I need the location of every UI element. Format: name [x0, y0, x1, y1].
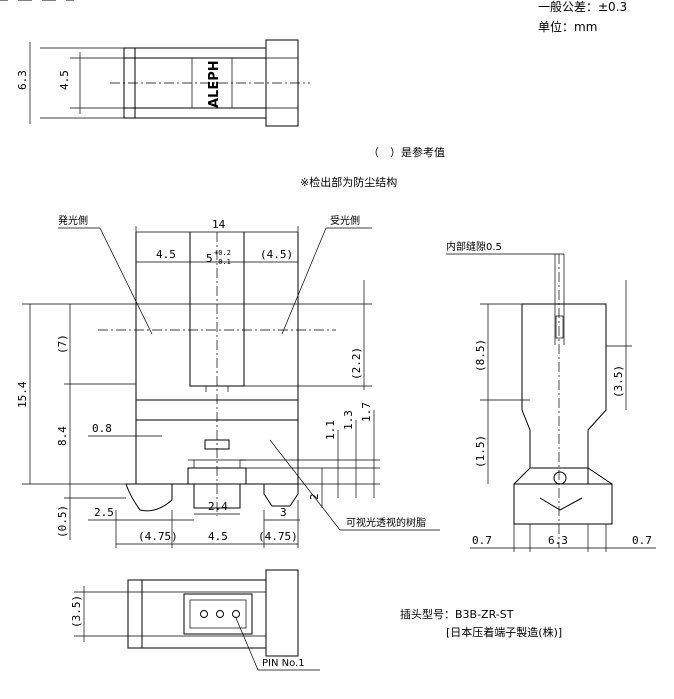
dim-top-6-3: 6.3: [16, 70, 29, 90]
pin-label: PIN No.1: [262, 658, 305, 669]
tol-minus: -0.1: [214, 258, 231, 266]
dim-0-7b: 0.7: [632, 534, 652, 547]
gap-label: 内部缝隙0.5: [446, 240, 502, 253]
connector-type: 插头型号：B3B-ZR-ST: [400, 607, 514, 621]
dust-note: ※检出部为防尘结构: [300, 175, 397, 189]
dim-0-5: (0.5): [56, 505, 69, 538]
dim-2-2: (2.2): [350, 347, 363, 380]
dim-2-5: 2.5: [94, 506, 114, 519]
dim-1-3: 1.3: [342, 410, 355, 430]
dim-0-7a: 0.7: [472, 534, 492, 547]
resin-label: 可视光透视的树脂: [346, 516, 426, 529]
brand-label: ALEPH: [207, 60, 222, 108]
tolerance-note: 一般公差：±0.3: [538, 0, 628, 14]
dim-5: 5: [206, 252, 213, 265]
dim-1-7: 1.7: [360, 402, 373, 422]
tol-plus: +0.2: [214, 249, 231, 257]
connector-maker: [日本压着端子製造(株)]: [446, 625, 562, 639]
dim-top-4-5: 4.5: [58, 70, 71, 90]
dim-7: (7): [56, 334, 69, 354]
receiver-label: 受光側: [330, 214, 360, 227]
dim-8-4: 8.4: [56, 426, 69, 446]
dim-4-75a: (4.75): [138, 530, 178, 543]
ref-value-note: （ ）是参考值: [368, 145, 445, 159]
front-view: 発光側 受光側 14 4.5 5 +0.2 -0.1 (4.5) 15.4 (7…: [16, 214, 440, 548]
dim-3: 3: [280, 506, 287, 519]
top-view: ALEPH 6.3 4.5: [0, 0, 310, 127]
dim-1-5: (1.5): [474, 435, 487, 468]
dim-1-1: 1.1: [324, 420, 337, 440]
unit-note: 单位：mm: [538, 20, 598, 34]
dim-2-4: 2.4: [208, 500, 228, 513]
dim-15-4: 15.4: [16, 381, 29, 408]
emitter-label: 発光側: [58, 214, 88, 227]
dim-3-5: (3.5): [612, 365, 625, 398]
dim-8-5: (8.5): [474, 339, 487, 372]
dim-4-75b: (4.75): [258, 530, 298, 543]
dim-4-5b: (4.5): [260, 248, 293, 261]
dim-4-5a: 4.5: [156, 248, 176, 261]
dim-6-3: 6.3: [548, 534, 568, 547]
dim-4-5c: 4.5: [208, 530, 228, 543]
dim-bottom-3-5: (3.5): [70, 595, 83, 628]
dim-0-8: 0.8: [92, 422, 112, 435]
side-view: 内部缝隙0.5 (8.5) (1.5) (3.5) 0.7 6.3 0.7: [446, 240, 656, 552]
bottom-view: (3.5) PIN No.1: [70, 569, 320, 671]
dim-14: 14: [212, 218, 226, 231]
